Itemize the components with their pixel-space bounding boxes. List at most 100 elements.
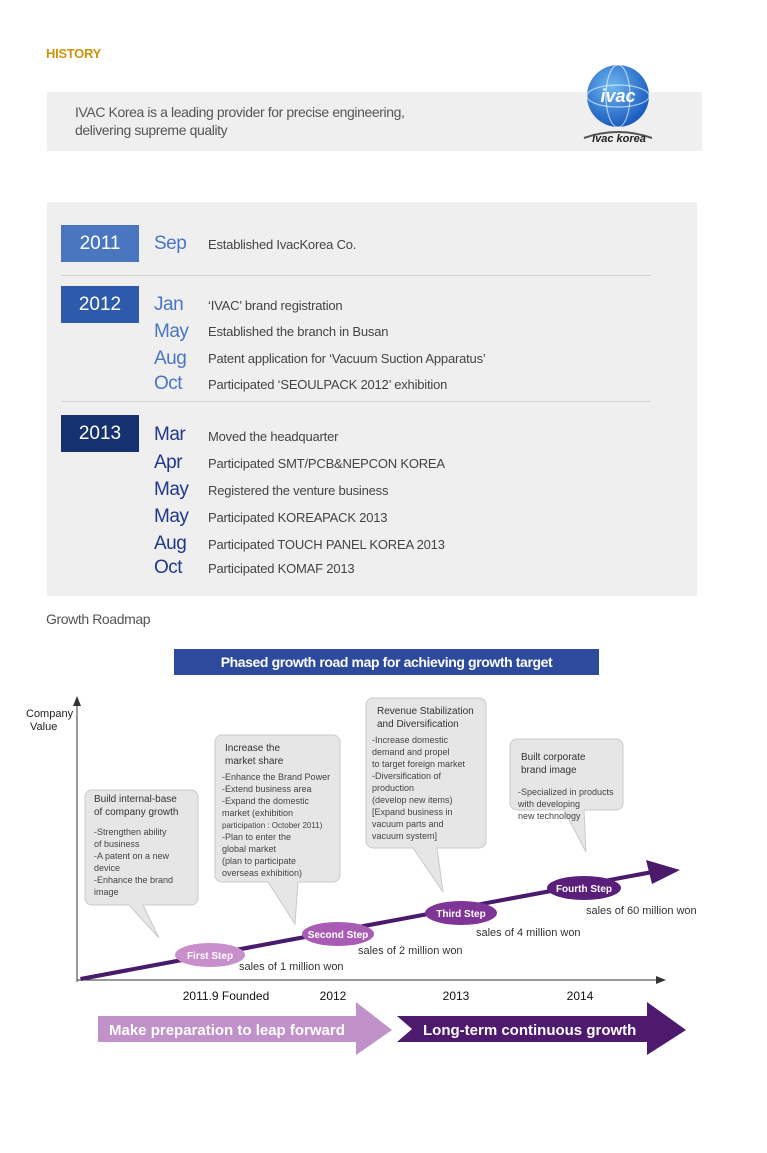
year-label: 2014 [567, 989, 594, 1003]
event-text: Participated ‘SEOULPACK 2012’ exhibition [208, 377, 448, 392]
bubble-item: global market [222, 844, 277, 854]
bubble-item: overseas exhibition) [222, 868, 302, 878]
logo-globe [587, 65, 649, 127]
event-text: Moved the headquarter [208, 429, 339, 444]
month-label: May [154, 506, 189, 527]
bubble-item: vacuum parts and [372, 819, 444, 829]
roadmap-section-title: Growth Roadmap [46, 611, 151, 627]
intro-line-2: delivering supreme quality [75, 122, 228, 138]
sales-label: sales of 4 million won [476, 927, 581, 939]
year-badge-2013: 2013 [61, 415, 139, 452]
x-axis-arrow [656, 976, 666, 984]
callout-bubble-2: Increase the market share -Enhance the B… [214, 734, 341, 926]
year-label: 2012 [320, 989, 347, 1003]
month-label: Aug [154, 533, 187, 554]
y-axis-label: Company [26, 708, 74, 720]
step-2: Second Step [302, 922, 374, 946]
bubble-item: to target foreign market [372, 759, 466, 769]
year-label: 2013 [443, 989, 470, 1003]
bubble-title: Built corporate [521, 752, 586, 763]
bubble-item: -Expand the domestic [222, 796, 310, 806]
callout-bubble-1: Build internal-base of company growth -S… [84, 789, 199, 939]
year-badge-2012: 2012 [61, 286, 139, 323]
bubble-item: -Diversification of [372, 771, 442, 781]
year-label: 2011.9 Founded [183, 989, 270, 1003]
divider [61, 401, 651, 402]
bubble-item: new technology [518, 811, 581, 821]
bubble-title: and Diversification [377, 719, 459, 730]
month-label: May [154, 479, 189, 500]
event-text: Participated KOREAPACK 2013 [208, 510, 388, 525]
bubble-title: Increase the [225, 743, 280, 754]
roadmap-diagram: Company Value Build internal-base of com… [26, 696, 697, 1055]
year-badge-2011: 2011 [61, 225, 139, 262]
bubble-item: participation : October 2011) [222, 821, 323, 830]
phase-arrow-left: Make preparation to leap forward [98, 1002, 392, 1055]
step-label: Third Step [436, 909, 485, 920]
step-4: Fourth Step [547, 876, 621, 900]
bubble-item: -Increase domestic [372, 735, 449, 745]
page-title: HISTORY [46, 46, 101, 61]
sales-label: sales of 60 million won [586, 905, 697, 917]
phase-label: Make preparation to leap forward [109, 1022, 345, 1039]
bubble-title: market share [225, 756, 284, 767]
y-axis-arrow [73, 696, 81, 706]
bubble-title: brand image [521, 765, 577, 776]
y-axis-label: Value [30, 721, 57, 733]
bubble-item: (develop new items) [372, 795, 453, 805]
bubble-title: of company growth [94, 807, 179, 818]
month-label: Mar [154, 424, 186, 445]
bubble-item: demand and propel [372, 747, 450, 757]
roadmap-banner: Phased growth road map for achieving gro… [174, 649, 599, 675]
logo-sub-text: ivac korea [592, 133, 646, 145]
bubble-item: -Plan to enter the [222, 832, 291, 842]
event-text: Established the branch in Busan [208, 324, 389, 339]
step-label: Second Step [308, 930, 369, 941]
bubble-item: -Enhance the Brand Power [222, 772, 330, 782]
bubble-item: image [94, 887, 119, 897]
step-label: First Step [187, 951, 233, 962]
history-timeline: 2011 Sep Established IvacKorea Co. 2012 … [47, 202, 697, 596]
bubble-item: market (exhibition [222, 808, 293, 818]
event-text: Participated SMT/PCB&NEPCON KOREA [208, 456, 445, 471]
month-label: May [154, 321, 189, 342]
bubble-item: -Strengthen ability [94, 827, 167, 837]
bubble-item: with developing [517, 799, 580, 809]
bubble-item: (plan to participate [222, 856, 296, 866]
intro-text: IVAC Korea is a leading provider for pre… [75, 103, 405, 139]
bubble-item: -Extend business area [222, 784, 312, 794]
step-label: Fourth Step [556, 884, 612, 895]
month-label: Sep [154, 233, 187, 254]
month-label: Oct [154, 557, 183, 578]
bubble-title: Revenue Stabilization [377, 706, 474, 717]
month-label: Oct [154, 373, 183, 394]
event-text: Participated TOUCH PANEL KOREA 2013 [208, 537, 445, 552]
bubble-title: Build internal-base [94, 794, 177, 805]
event-text: Participated KOMAF 2013 [208, 561, 355, 576]
callout-bubble-4: Built corporate brand image -Specialized… [509, 738, 624, 853]
step-1: First Step [175, 943, 245, 967]
phase-arrow-right: Long-term continuous growth [397, 1002, 686, 1055]
event-text: Registered the venture business [208, 483, 389, 498]
bubble-item: -Enhance the brand [94, 875, 173, 885]
callout-bubble-3: Revenue Stabilization and Diversificatio… [365, 697, 487, 893]
growth-arrow-head [646, 860, 680, 884]
logo-main-text: ivac [600, 86, 635, 106]
bubble-item: -Specialized in products [518, 787, 614, 797]
bubble-item: device [94, 863, 120, 873]
bubble-item: [Expand business in [372, 807, 453, 817]
sales-label: sales of 1 million won [239, 961, 344, 973]
event-text: Patent application for ‘Vacuum Suction A… [208, 351, 486, 366]
month-label: Aug [154, 348, 187, 369]
step-3: Third Step [425, 901, 497, 925]
ivac-logo: ivac ivac korea [578, 62, 658, 147]
intro-line-1: IVAC Korea is a leading provider for pre… [75, 104, 405, 120]
sales-label: sales of 2 million won [358, 945, 463, 957]
bubble-item: -A patent on a new [94, 851, 170, 861]
month-label: Jan [154, 294, 184, 315]
bubble-item: vacuum system] [372, 831, 437, 841]
month-label: Apr [154, 452, 183, 473]
event-text: ‘IVAC’ brand registration [208, 298, 343, 313]
bubble-item: production [372, 783, 414, 793]
bubble-item: of business [94, 839, 140, 849]
